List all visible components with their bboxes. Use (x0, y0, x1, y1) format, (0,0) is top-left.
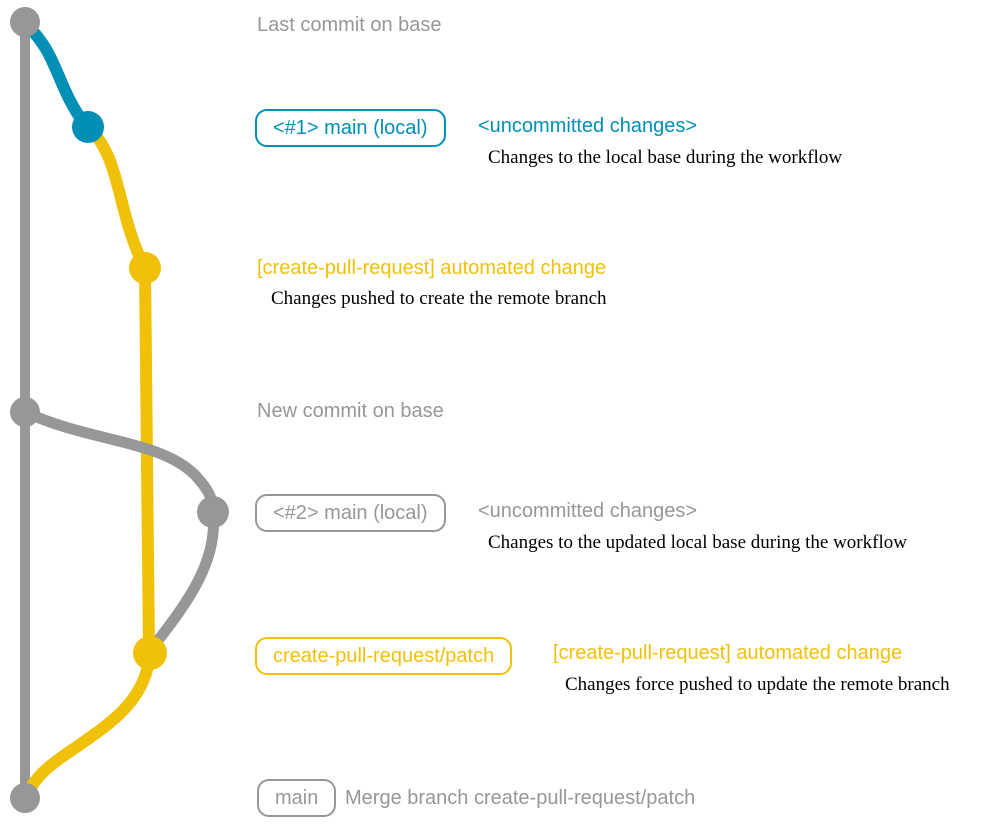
commit-message-push-2: [create-pull-request] automated change (553, 642, 903, 664)
commit-message-push-1: [create-pull-request] automated change (257, 257, 607, 279)
base-new-commit-curve (19, 406, 219, 518)
commit-dot-local-1 (72, 111, 104, 143)
commit-message-uncommitted-1: <uncommitted changes> (478, 115, 698, 137)
patch-branch-line (82, 121, 155, 658)
branch-label-main-local-2: <#2> main (local) (255, 494, 446, 532)
commit-description-push-2: Changes force pushed to update the remot… (565, 674, 950, 695)
commit-dot-merge (10, 783, 40, 813)
commit-description-uncommitted-2: Changes to the updated local base during… (488, 532, 907, 553)
commit-description-push-1: Changes pushed to create the remote bran… (271, 288, 607, 309)
commit-dot-patch-2 (133, 636, 167, 670)
rebase-curve (146, 506, 220, 654)
commit-dot-new-base (10, 397, 40, 427)
branch-label-main: main (257, 779, 337, 817)
commit-dot-last-base (10, 7, 40, 37)
branch-label-patch: create-pull-request/patch (255, 637, 513, 675)
commit-dot-local-2 (197, 496, 229, 528)
commit-description-uncommitted-1: Changes to the local base during the wor… (488, 147, 843, 168)
commit-dot-patch-1 (129, 252, 161, 284)
commit-message-merge: Merge branch create-pull-request/patch (345, 787, 696, 809)
branch-label-main-local-1: <#1> main (local) (255, 109, 446, 147)
commit-message-last-base: Last commit on base (257, 14, 442, 36)
merge-curve (20, 647, 156, 802)
commit-message-new-base: New commit on base (257, 400, 444, 422)
commit-message-uncommitted-2: <uncommitted changes> (478, 500, 698, 522)
local-branch-curve (20, 19, 93, 133)
